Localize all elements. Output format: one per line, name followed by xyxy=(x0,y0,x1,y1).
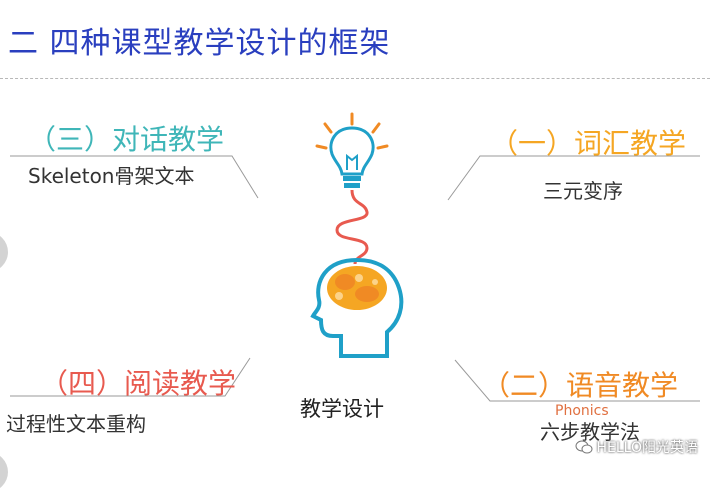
prev-slide-arrow-2[interactable] xyxy=(0,452,8,492)
phonics-note: Phonics xyxy=(555,403,609,419)
dialogue-teaching-title: （三）对话教学 xyxy=(28,123,225,156)
idea-illustration xyxy=(310,112,404,358)
prev-slide-arrow[interactable] xyxy=(0,232,8,272)
page-title: 二 四种课型教学设计的框架 xyxy=(8,26,391,61)
phonics-teaching-title: （二）语音教学 xyxy=(482,369,679,402)
phonics-teaching-subtitle: 六步教学法 xyxy=(540,420,640,444)
reading-teaching-subtitle: 过程性文本重构 xyxy=(6,412,146,436)
watermark: HELLO阳光英语 xyxy=(575,437,699,457)
connector-lines xyxy=(10,155,700,402)
vocabulary-teaching-subtitle: 三元变序 xyxy=(543,179,623,203)
wechat-icon xyxy=(575,440,592,454)
center-label: 教学设计 xyxy=(300,397,384,421)
title-divider xyxy=(0,78,710,79)
vocabulary-teaching-title: （一）词汇教学 xyxy=(490,127,687,160)
watermark-text: HELLO阳光英语 xyxy=(596,440,699,456)
lightbulb-icon xyxy=(315,112,389,188)
dialogue-teaching-subtitle: Skeleton骨架文本 xyxy=(28,164,195,188)
brain-head-icon xyxy=(310,257,404,358)
reading-teaching-title: （四）阅读教学 xyxy=(40,367,237,400)
